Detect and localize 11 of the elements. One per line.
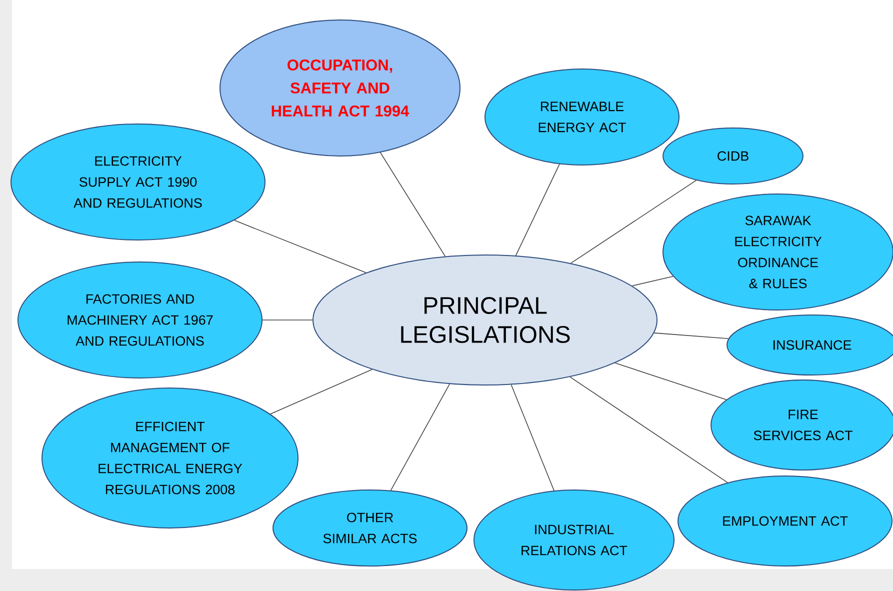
connector-line <box>380 152 446 257</box>
connector-line <box>390 384 450 491</box>
connector-line <box>570 376 728 483</box>
connector-line <box>270 369 372 414</box>
connector-line <box>570 180 697 264</box>
connector-line <box>234 220 366 274</box>
connector-line <box>654 332 729 339</box>
connector-line <box>632 276 674 286</box>
connector-line <box>614 362 727 400</box>
connector-line <box>510 384 554 491</box>
connector-line <box>515 164 560 256</box>
